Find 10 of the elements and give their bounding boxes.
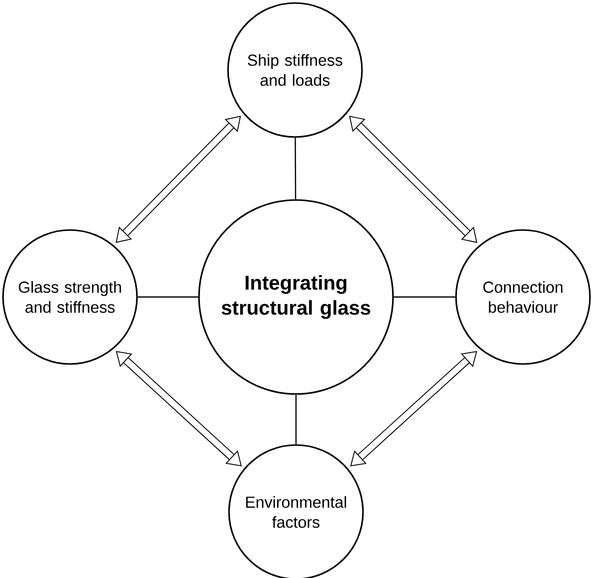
double-arrow — [116, 116, 241, 243]
double-arrow — [349, 116, 478, 243]
connector-line — [295, 394, 297, 444]
connector-line — [394, 296, 456, 298]
connector-line — [138, 296, 198, 298]
circle-node: Integrating structural glass — [198, 199, 394, 395]
circle-node: Connection behaviour — [455, 229, 591, 365]
connector-line — [294, 138, 296, 200]
circle-node: Ship stiffness and loads — [227, 2, 363, 138]
circle-node: Glass strength and stiffness — [2, 229, 138, 365]
